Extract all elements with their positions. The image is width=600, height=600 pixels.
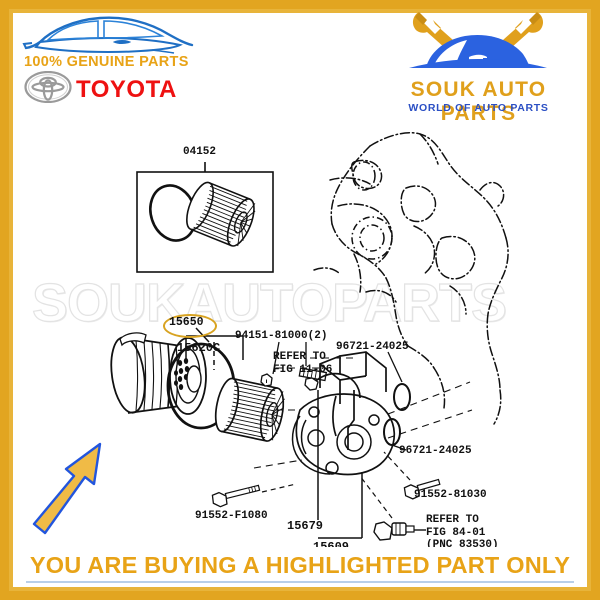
toyota-brand-block: 100% GENUINE PARTS TOYOTA bbox=[16, 14, 226, 106]
souk-brand-tagline: WORLD OF AUTO PARTS bbox=[408, 102, 549, 114]
souk-brand-block: SOUK AUTO PARTS WORLD OF AUTO PARTS bbox=[371, 10, 586, 125]
label-15679: 15679 bbox=[287, 519, 324, 533]
label-15620c: 15620C bbox=[177, 341, 221, 355]
label-94151-81000: 94151-81000(2) bbox=[235, 330, 328, 342]
toyota-wordmark: TOYOTA bbox=[76, 76, 177, 103]
purchase-notice-banner: YOU ARE BUYING A HIGHLIGHTED PART ONLY bbox=[13, 547, 587, 587]
souk-brand-name: SOUK AUTO PARTS bbox=[410, 78, 547, 125]
car-outline-icon bbox=[22, 16, 194, 54]
wrenches-and-car-icon bbox=[409, 11, 547, 68]
label-refer-fig-84-01: REFER TO FIG 84-01 (PNC 83530) bbox=[426, 514, 499, 551]
highlight-arrow-icon bbox=[32, 442, 102, 535]
purchase-notice-text: YOU ARE BUYING A HIGHLIGHTED PART ONLY bbox=[25, 552, 575, 583]
highlight-ellipse bbox=[163, 314, 217, 338]
label-refer-fig-11-06: REFER TO FIG 11-06 bbox=[273, 351, 333, 376]
parts-diagram-artwork bbox=[32, 132, 509, 541]
inner-gold-frame bbox=[9, 9, 591, 591]
label-96721-24025-top: 96721-24025 bbox=[336, 341, 409, 353]
label-91552-81030: 91552-81030 bbox=[414, 489, 487, 501]
content-background bbox=[13, 13, 587, 587]
genuine-parts-tagline: 100% GENUINE PARTS bbox=[24, 54, 189, 70]
toyota-emblem-icon bbox=[24, 71, 72, 103]
label-96721-24025-bottom: 96721-24025 bbox=[399, 445, 472, 457]
label-04152: 04152 bbox=[183, 146, 217, 158]
parts-diagram: 04152 15650 15620C 94151-81000(2) REFER … bbox=[14, 120, 586, 553]
label-15650: 15650 bbox=[169, 316, 204, 329]
label-91552-f1080: 91552-F1080 bbox=[195, 510, 268, 522]
